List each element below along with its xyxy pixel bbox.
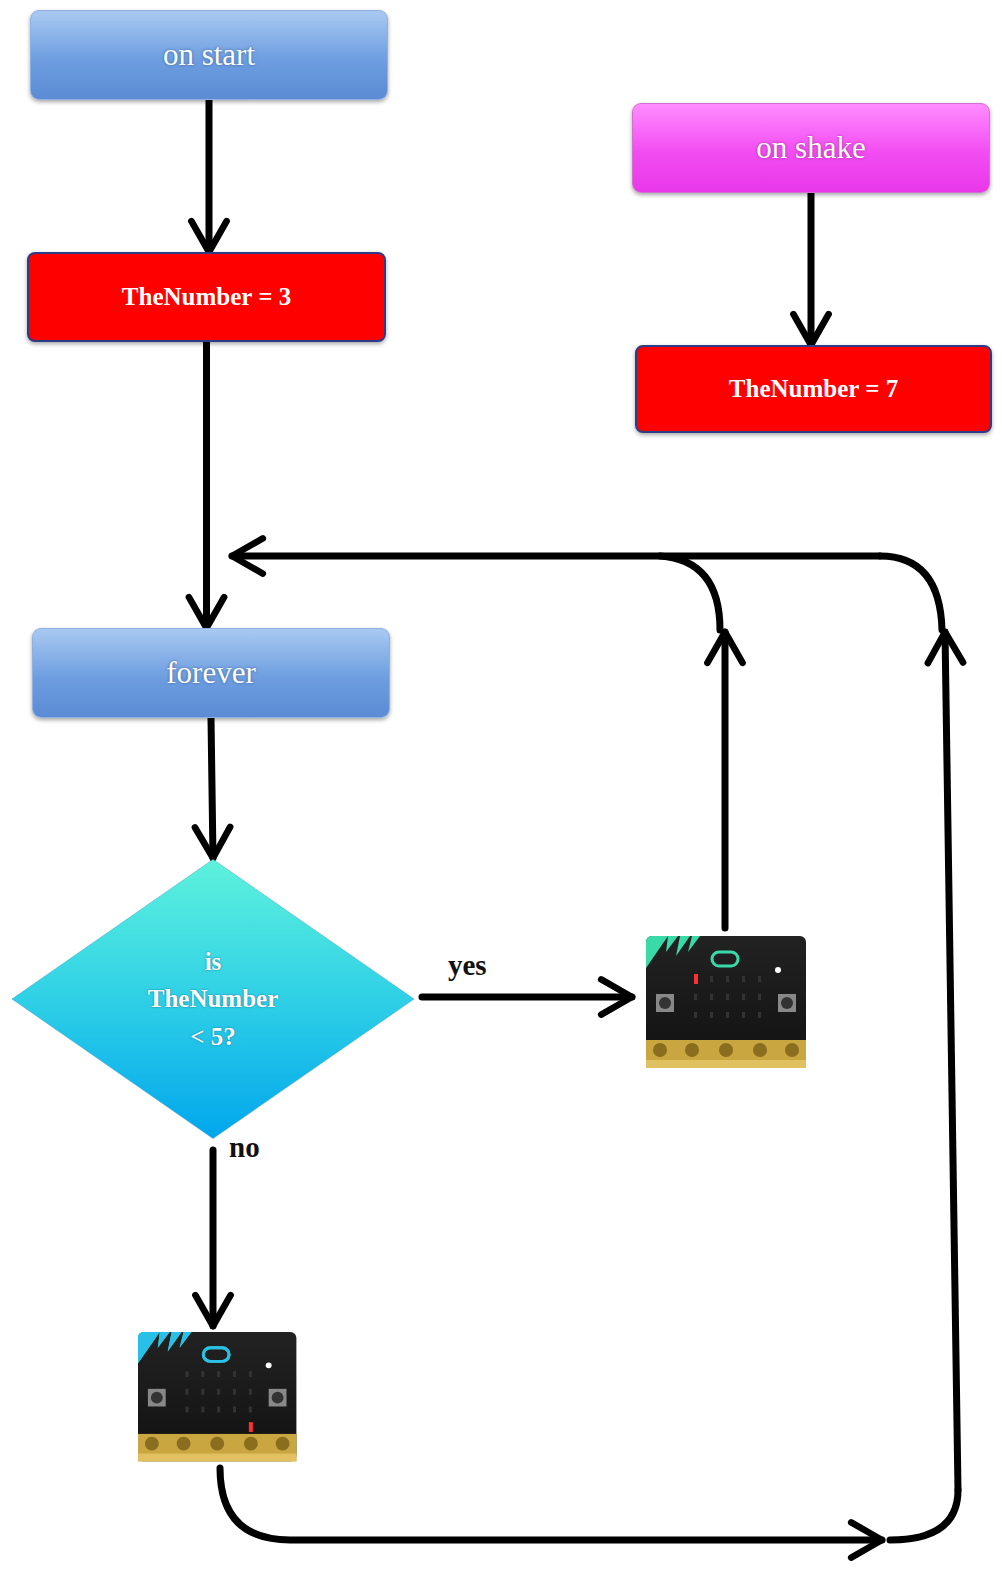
assign-box: TheNumber = 3 (27, 252, 386, 342)
event-block: on start (30, 10, 388, 100)
decision-diamond: is TheNumber < 5? (10, 858, 416, 1140)
assign-box: TheNumber = 7 (635, 345, 992, 433)
node-text: on start (163, 37, 255, 73)
flow-arrow (206, 100, 213, 252)
branch-label: no (227, 1132, 262, 1164)
node-text: forever (166, 655, 256, 691)
branch-label: yes (446, 950, 489, 982)
node-text: TheNumber = 7 (729, 375, 898, 403)
node-text: on shake (756, 130, 865, 166)
node-text: TheNumber = 3 (122, 283, 291, 311)
flow-arrow (808, 193, 815, 345)
flow-arrow (203, 342, 210, 628)
node-text: is TheNumber < 5? (138, 943, 288, 1056)
loop-block: forever (32, 628, 390, 718)
microbit-no (138, 1332, 296, 1461)
microbit-yes (646, 936, 806, 1068)
event-block: on shake (632, 103, 990, 193)
flow-arrow (211, 718, 213, 858)
